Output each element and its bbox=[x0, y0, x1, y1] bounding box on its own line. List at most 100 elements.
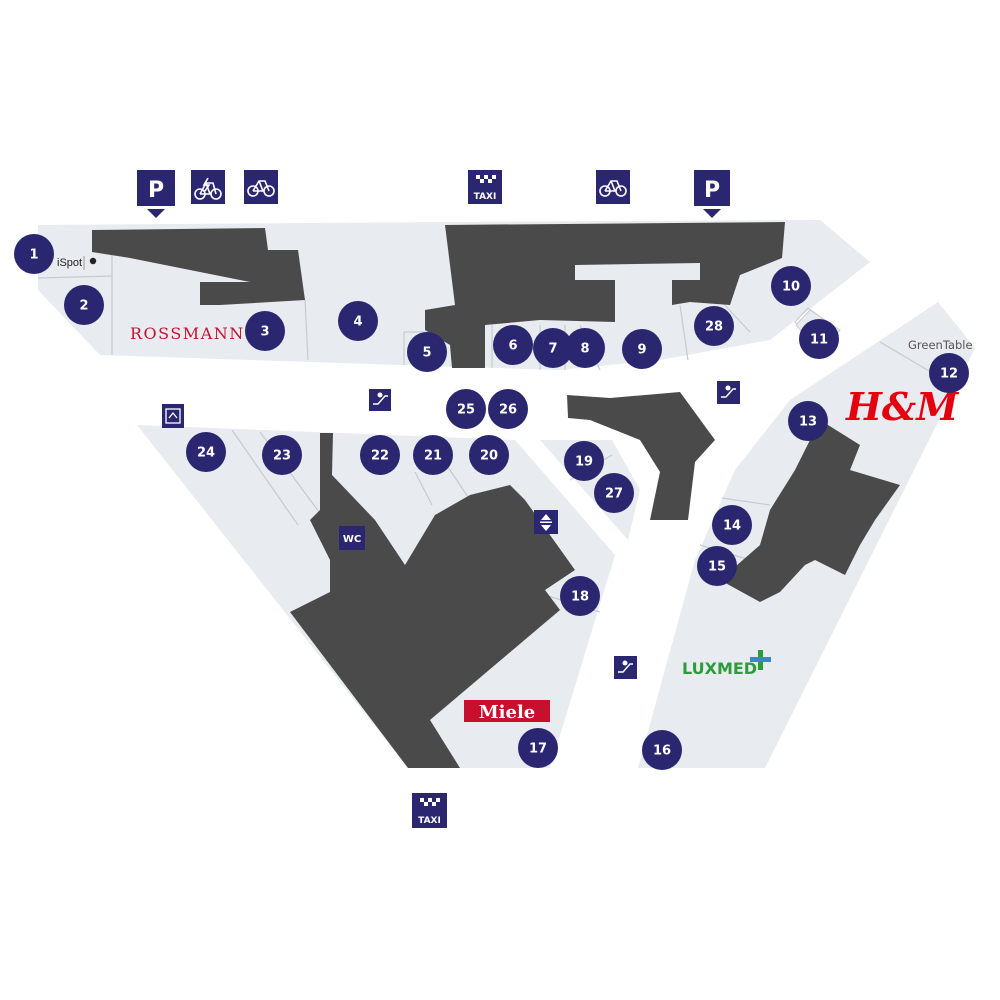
svg-text:14: 14 bbox=[723, 519, 741, 534]
svg-text:20: 20 bbox=[480, 449, 498, 464]
svg-text:6: 6 bbox=[508, 339, 517, 354]
bike-sign-east[interactable] bbox=[596, 170, 630, 204]
ispot-logo-text: iSpot bbox=[57, 257, 82, 269]
brand-greentable: GreenTable bbox=[908, 338, 973, 352]
svg-text:23: 23 bbox=[273, 449, 291, 464]
svg-text:19: 19 bbox=[575, 455, 593, 470]
unit-marker[interactable]: 19 bbox=[564, 441, 604, 481]
svg-text:22: 22 bbox=[371, 449, 389, 464]
bike-sign-west[interactable] bbox=[244, 170, 278, 204]
elevator-sign[interactable] bbox=[534, 510, 558, 534]
svg-text:11: 11 bbox=[810, 333, 828, 348]
north-service-block-west bbox=[92, 228, 305, 305]
unit-marker[interactable]: 10 bbox=[771, 266, 811, 306]
svg-text:16: 16 bbox=[653, 744, 671, 759]
svg-text:15: 15 bbox=[708, 560, 726, 575]
unit-marker[interactable]: 16 bbox=[642, 730, 682, 770]
escalator-sign-east[interactable] bbox=[717, 381, 740, 404]
baby-room-sign[interactable] bbox=[162, 404, 184, 428]
unit-marker[interactable]: 4 bbox=[338, 301, 378, 341]
unit-marker[interactable]: 26 bbox=[488, 389, 528, 429]
brand-miele: Miele bbox=[464, 700, 550, 723]
bike-icon bbox=[247, 180, 275, 197]
unit-marker[interactable]: 27 bbox=[594, 473, 634, 513]
bike-icon bbox=[599, 180, 627, 197]
west-building bbox=[137, 425, 615, 768]
e-bike-icon bbox=[194, 177, 222, 200]
unit-marker[interactable]: 20 bbox=[469, 435, 509, 475]
brand-luxmed: LUXMED bbox=[682, 650, 771, 678]
svg-text:10: 10 bbox=[782, 280, 800, 295]
unit-marker[interactable]: 8 bbox=[565, 328, 605, 368]
greentable-logo: GreenTable bbox=[908, 338, 973, 352]
unit-marker[interactable]: 13 bbox=[788, 401, 828, 441]
unit-marker[interactable]: 17 bbox=[518, 728, 558, 768]
svg-text:4: 4 bbox=[353, 315, 362, 330]
parking-icon: P bbox=[148, 178, 164, 203]
taxi-sign-south[interactable]: TAXI bbox=[412, 793, 447, 828]
baby-room-icon bbox=[165, 408, 181, 424]
unit-marker[interactable]: 23 bbox=[262, 435, 302, 475]
unit-marker[interactable]: 11 bbox=[799, 319, 839, 359]
unit-marker[interactable]: 9 bbox=[622, 329, 662, 369]
unit-marker[interactable]: 1 bbox=[14, 234, 54, 274]
east-service-block bbox=[720, 420, 900, 602]
east-building bbox=[638, 302, 975, 768]
taxi-sign-north[interactable]: TAXI bbox=[468, 170, 502, 204]
svg-text:18: 18 bbox=[571, 590, 589, 605]
parking-sign-west[interactable]: P bbox=[137, 170, 175, 218]
miele-logo-bg bbox=[464, 700, 550, 722]
wc-sign[interactable]: WC bbox=[339, 526, 365, 550]
svg-text:9: 9 bbox=[637, 343, 646, 358]
unit-markers: 1 2 3 4 5 6 7 8 9 10 11 12 13 14 15 16 1… bbox=[14, 234, 969, 770]
ebike-sign[interactable] bbox=[191, 170, 225, 204]
unit-marker[interactable]: 14 bbox=[712, 505, 752, 545]
elevator-icon bbox=[540, 514, 552, 531]
unit-marker[interactable]: 2 bbox=[64, 285, 104, 325]
parking-icon: P bbox=[704, 178, 720, 203]
unit-marker[interactable]: 15 bbox=[697, 546, 737, 586]
parking-sign-east[interactable]: P bbox=[694, 170, 730, 218]
luxmed-cross-icon bbox=[750, 650, 771, 670]
svg-text:5: 5 bbox=[422, 346, 431, 361]
north-service-block-center bbox=[425, 222, 785, 368]
svg-text:17: 17 bbox=[529, 742, 547, 757]
escalator-sign-north[interactable] bbox=[369, 389, 391, 411]
svg-text:25: 25 bbox=[457, 403, 475, 418]
unit-marker[interactable]: 24 bbox=[186, 432, 226, 472]
svg-text:8: 8 bbox=[580, 342, 589, 357]
svg-text:21: 21 bbox=[424, 449, 442, 464]
hm-logo: H&M bbox=[845, 384, 959, 429]
svg-text:3: 3 bbox=[260, 325, 269, 340]
escalator-sign-south[interactable] bbox=[614, 656, 637, 679]
svg-text:24: 24 bbox=[197, 446, 215, 461]
taxi-icon bbox=[476, 175, 496, 183]
svg-text:2: 2 bbox=[79, 299, 88, 314]
wc-icon: WC bbox=[343, 534, 361, 545]
svg-text:7: 7 bbox=[548, 342, 557, 357]
unit-marker[interactable]: 3 bbox=[245, 311, 285, 351]
west-service-block bbox=[290, 433, 575, 768]
unit-marker[interactable]: 5 bbox=[407, 332, 447, 372]
brand-rossmann: ROSSMANN bbox=[130, 324, 243, 343]
escalator-icon bbox=[721, 385, 736, 398]
svg-text:13: 13 bbox=[799, 415, 817, 430]
unit-marker[interactable]: 18 bbox=[560, 576, 600, 616]
unit-marker[interactable]: 7 bbox=[533, 328, 573, 368]
svg-text:12: 12 bbox=[940, 367, 958, 382]
luxmed-logo: LUXMED bbox=[682, 659, 757, 678]
unit-marker[interactable]: 6 bbox=[493, 325, 533, 365]
unit-marker[interactable]: 25 bbox=[446, 389, 486, 429]
svg-text:1: 1 bbox=[29, 248, 38, 263]
svg-text:26: 26 bbox=[499, 403, 517, 418]
unit-marker[interactable]: 28 bbox=[694, 306, 734, 346]
unit-marker[interactable]: 22 bbox=[360, 435, 400, 475]
chevron-down-icon bbox=[703, 209, 721, 218]
miele-logo: Miele bbox=[479, 702, 536, 723]
taxi-label: TAXI bbox=[418, 816, 441, 826]
chevron-down-icon bbox=[147, 209, 165, 218]
unit-marker[interactable]: 12 bbox=[929, 353, 969, 393]
escalator-icon bbox=[373, 392, 388, 405]
unit-marker[interactable]: 21 bbox=[413, 435, 453, 475]
